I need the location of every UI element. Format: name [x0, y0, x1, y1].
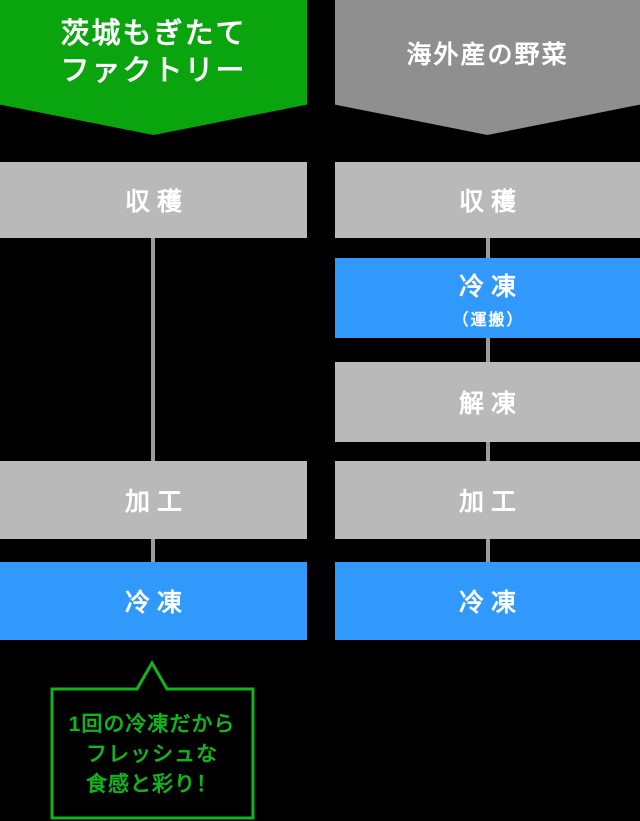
left-header-line2: ファクトリー	[60, 54, 247, 87]
step-label: 冷凍	[458, 589, 523, 617]
callout-bubble	[50, 660, 255, 820]
step-label: 冷凍	[458, 272, 523, 301]
step-sublabel: （運搬）	[452, 311, 525, 329]
callout-bubble-outline	[50, 660, 255, 820]
step-right-thaw: 解凍	[335, 362, 640, 442]
step-left-freeze: 冷凍	[0, 562, 307, 640]
step-label: 収穫	[458, 188, 523, 216]
callout-line3: 食感と彩り！	[86, 773, 218, 796]
step-right-harvest: 収穫	[335, 162, 640, 238]
left-column-header: 茨城もぎたて ファクトリー	[0, 0, 307, 135]
step-label: 収穫	[124, 188, 189, 216]
step-label: 冷凍	[124, 589, 189, 617]
step-left-harvest: 収穫	[0, 162, 307, 238]
step-label: 加工	[458, 488, 523, 516]
right-column-header: 海外産の野菜	[335, 0, 640, 135]
step-left-processing: 加工	[0, 461, 307, 539]
step-label: 加工	[124, 488, 189, 516]
right-header-label: 海外産の野菜	[406, 40, 569, 69]
callout-text: 1回の冷凍だから フレッシュな 食感と彩り！	[52, 710, 252, 800]
callout-line1: 1回の冷凍だから	[68, 713, 236, 736]
step-right-freeze: 冷凍	[335, 562, 640, 640]
step-right-processing: 加工	[335, 461, 640, 539]
callout-line2: フレッシュな	[86, 743, 218, 766]
connector-line-left	[151, 238, 155, 562]
step-label: 解凍	[458, 390, 523, 418]
step-right-freeze-transport: 冷凍 （運搬）	[335, 258, 640, 338]
left-header-line1: 茨城もぎたて	[60, 17, 247, 50]
